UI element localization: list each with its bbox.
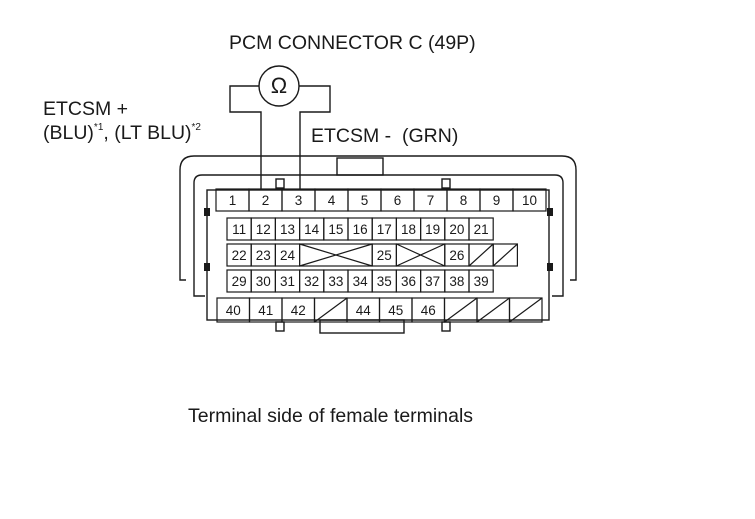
empty-cavity-mark xyxy=(299,243,373,267)
pin-number-40: 40 xyxy=(226,303,241,318)
footnote-2: *2 xyxy=(191,122,201,133)
pin-number-15: 15 xyxy=(328,222,343,237)
diagram-caption: Terminal side of female terminals xyxy=(188,405,474,427)
empty-cavity-mark xyxy=(444,297,478,323)
empty-cavity-mark xyxy=(468,243,494,267)
pin-number-8: 8 xyxy=(460,193,468,208)
pin-number-34: 34 xyxy=(353,274,369,289)
empty-cavity-mark xyxy=(476,297,510,323)
empty-cavity-mark xyxy=(509,297,543,323)
pin-number-5: 5 xyxy=(361,193,369,208)
pin-number-10: 10 xyxy=(522,193,537,208)
pin-number-9: 9 xyxy=(493,193,501,208)
connector-title: PCM CONNECTOR C (49P) xyxy=(229,32,476,54)
pin-number-13: 13 xyxy=(280,222,295,237)
empty-cavity xyxy=(508,297,543,323)
etcsm-minus-label: ETCSM - (GRN) xyxy=(311,125,459,147)
pin-number-26: 26 xyxy=(449,248,464,263)
empty-cavity xyxy=(492,243,519,267)
color-separator: , xyxy=(103,122,115,144)
pin-number-24: 24 xyxy=(280,248,296,263)
pin-number-2: 2 xyxy=(262,193,270,208)
pin-number-30: 30 xyxy=(256,274,271,289)
pin-number-11: 11 xyxy=(232,222,246,237)
pin-number-20: 20 xyxy=(449,222,464,237)
etcsm-plus-colors: (BLU)*1, (LT BLU)*2 xyxy=(43,122,201,144)
pin-number-41: 41 xyxy=(258,303,273,318)
pin-cell xyxy=(512,188,547,212)
pin-number-42: 42 xyxy=(291,303,306,318)
pin-cell xyxy=(468,269,494,293)
color-primary: (BLU) xyxy=(43,122,94,144)
pin-number-38: 38 xyxy=(449,274,464,289)
pin-number-35: 35 xyxy=(377,274,392,289)
pin-cell xyxy=(468,217,494,241)
pin-number-3: 3 xyxy=(295,193,303,208)
pin-number-1: 1 xyxy=(229,193,237,208)
connector-housing xyxy=(179,155,577,334)
pin-number-19: 19 xyxy=(425,222,440,237)
pin-number-6: 6 xyxy=(394,193,402,208)
pin-number-46: 46 xyxy=(421,303,436,318)
pin-number-33: 33 xyxy=(328,274,343,289)
pin-number-39: 39 xyxy=(474,274,489,289)
pin-number-25: 25 xyxy=(377,248,392,263)
pin-number-22: 22 xyxy=(232,248,247,263)
empty-cavity-mark xyxy=(314,297,348,323)
meter-probe-wires xyxy=(229,65,331,189)
pin-number-32: 32 xyxy=(304,274,319,289)
etcsm-plus-label: ETCSM + xyxy=(43,98,129,120)
pin-number-44: 44 xyxy=(356,303,372,318)
pin-number-23: 23 xyxy=(256,248,271,263)
pin-number-7: 7 xyxy=(427,193,435,208)
footnote-1: *1 xyxy=(93,122,104,133)
pin-number-37: 37 xyxy=(425,274,440,289)
pin-number-29: 29 xyxy=(232,274,247,289)
ohm-symbol: Ω xyxy=(270,73,288,98)
pin-number-31: 31 xyxy=(280,274,295,289)
pin-number-14: 14 xyxy=(304,222,320,237)
latch-marks xyxy=(204,208,553,271)
empty-cavity-mark xyxy=(492,243,518,267)
locking-tab xyxy=(336,157,384,176)
empty-cavity-mark xyxy=(396,243,446,267)
pin-number-12: 12 xyxy=(256,222,271,237)
pin-number-21: 21 xyxy=(474,222,489,237)
bottom-tab xyxy=(319,319,405,334)
pin-number-18: 18 xyxy=(401,222,416,237)
pin-number-4: 4 xyxy=(328,193,336,208)
pin-number-16: 16 xyxy=(353,222,368,237)
pin-number-17: 17 xyxy=(377,222,392,237)
pin-number-45: 45 xyxy=(388,303,403,318)
pin-number-36: 36 xyxy=(401,274,416,289)
color-secondary: (LT BLU) xyxy=(114,122,192,144)
